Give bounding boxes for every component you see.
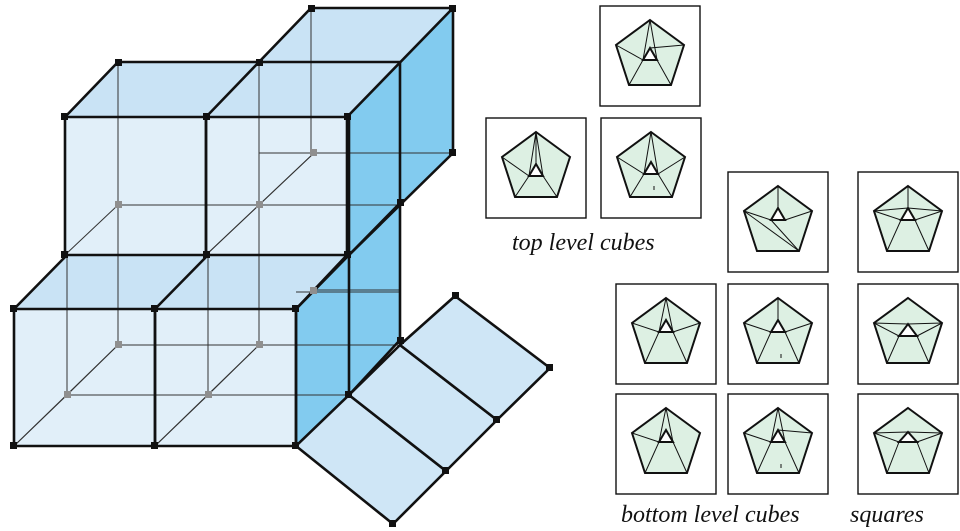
pentagon-top-3 (600, 117, 702, 219)
blue-side-wall (296, 8, 453, 446)
hidden-vertices (64, 149, 317, 398)
square-strip (294, 294, 552, 526)
pentagon-square-1 (857, 171, 959, 273)
visible-vertices (10, 5, 553, 527)
caption-top-level-cubes: top level cubes (512, 230, 655, 256)
pentagon-bottom-3 (727, 283, 829, 385)
pentagon-panels (485, 5, 959, 495)
cube-complex (10, 5, 553, 527)
pentagon-top-1 (599, 5, 701, 107)
pentagon-bottom-1 (727, 171, 829, 273)
pentagon-bottom-4 (615, 393, 717, 495)
pentagon-top-2 (485, 117, 587, 219)
pentagon-bottom-2 (615, 283, 717, 385)
pentagon-square-2 (857, 283, 959, 385)
pentagon-square-3 (857, 393, 959, 495)
caption-squares: squares (850, 502, 924, 528)
pentagon-bottom-5 (727, 393, 829, 495)
caption-bottom-level-cubes: bottom level cubes (621, 502, 800, 528)
